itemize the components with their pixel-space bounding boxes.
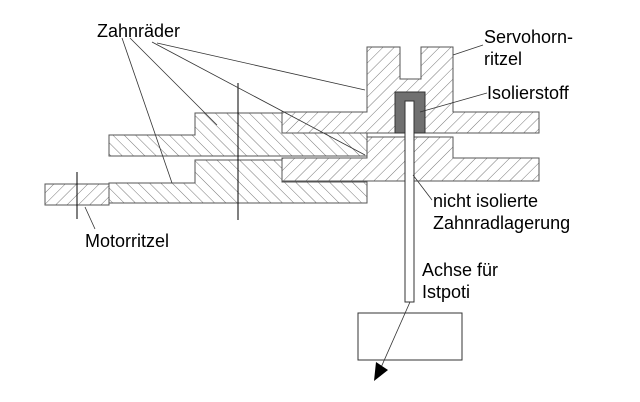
label-servo-pinion-1: Servohorn-: [484, 27, 573, 47]
servo-horn-pinion: [281, 46, 540, 134]
rotation-arrow-head: [374, 362, 388, 381]
label-bearing-1: nicht isolierte: [433, 191, 538, 211]
potentiometer-box: [357, 312, 463, 361]
leader-gears-3: [151, 41, 366, 156]
leader-gears-4: [156, 42, 366, 91]
label-gears: Zahnräder: [97, 21, 180, 41]
label-motor-pinion: Motorritzel: [85, 231, 169, 251]
leader-gears-2: [129, 37, 218, 126]
rotation-arrow-line: [378, 301, 411, 373]
label-axle-1: Achse für: [422, 260, 498, 280]
label-servo-pinion-2: ritzel: [484, 49, 522, 69]
label-insulator: Isolierstoff: [487, 83, 570, 103]
leader-insulator: [419, 92, 488, 113]
leader-gears-1: [121, 37, 173, 184]
leader-bearing: [412, 174, 433, 201]
label-axle-2: Istpoti: [422, 282, 470, 302]
label-bearing-2: Zahnradlagerung: [433, 213, 570, 233]
potentiometer-axle: [404, 100, 415, 303]
leader-servo-pinion: [452, 44, 484, 56]
leader-motor-pinion: [84, 206, 96, 230]
